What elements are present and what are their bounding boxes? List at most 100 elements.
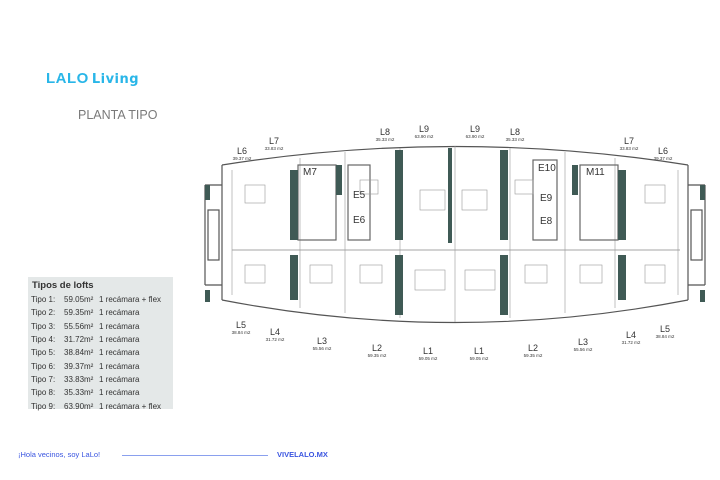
unit-id: L6 xyxy=(657,146,668,156)
footer-greeting: ¡Hola vecinos, soy LaLo! xyxy=(18,450,101,459)
room-label: E9 xyxy=(540,193,553,204)
room-label: E6 xyxy=(353,215,366,226)
legend-tipo: Tipo 7: xyxy=(31,374,56,384)
legend-row: Tipo 9: 63.90m² 1 recámara + flex xyxy=(28,399,173,412)
legend-tipo: Tipo 1: xyxy=(31,295,56,305)
legend-area: 33.83m² xyxy=(64,374,94,384)
unit-area: 63.90 m2 xyxy=(414,134,434,139)
unit-area: 39.37 m2 xyxy=(232,156,252,161)
unit-id: L9 xyxy=(418,124,429,134)
structural-cores xyxy=(205,148,705,315)
legend-row: Tipo 1: 59.05m² 1 recámara + flex xyxy=(28,293,173,306)
legend-area: 63.90m² xyxy=(64,401,94,411)
unit-area: 35.33 m2 xyxy=(375,137,395,142)
unit-id: L7 xyxy=(623,136,634,146)
logo-text: LALO xyxy=(46,70,89,87)
unit-id: L1 xyxy=(422,346,433,356)
unit-id: L2 xyxy=(527,343,538,353)
room-label: M11 xyxy=(586,167,605,178)
legend-row: Tipo 4: 31.72m² 1 recámara xyxy=(28,333,173,346)
unit-id: L2 xyxy=(371,343,382,353)
footer-divider xyxy=(122,455,268,456)
legend-tipo: Tipo 3: xyxy=(31,321,56,331)
legend-area: 31.72m² xyxy=(64,335,94,345)
legend-tipo: Tipo 9: xyxy=(31,401,56,411)
unit-id: L4 xyxy=(269,327,280,337)
unit-area: 39.37 m2 xyxy=(653,156,673,161)
unit-area: 31.72 m2 xyxy=(621,340,641,345)
unit-id: L9 xyxy=(469,124,480,134)
legend-tipo: Tipo 5: xyxy=(31,348,56,358)
legend-area: 38.84m² xyxy=(64,348,94,358)
legend-tipo: Tipo 4: xyxy=(31,335,56,345)
unit-area: 59.35 m2 xyxy=(367,353,387,358)
legend-desc: 1 recámara + flex xyxy=(99,295,162,305)
room-label: E10 xyxy=(538,163,556,174)
legend-area: 55.56m² xyxy=(64,321,94,331)
unit-area: 33.83 m2 xyxy=(264,146,284,151)
unit-id: L3 xyxy=(577,337,588,347)
unit-area: 55.56 m2 xyxy=(573,347,593,352)
room-label: E5 xyxy=(353,190,366,201)
legend-desc: 1 recámara xyxy=(99,361,140,371)
unit-area: 59.05 m2 xyxy=(469,356,489,361)
legend-row: Tipo 7: 33.83m² 1 recámara xyxy=(28,373,173,386)
unit-id: L4 xyxy=(625,330,636,340)
legend-desc: 1 recámara xyxy=(99,348,140,358)
website-link[interactable]: VIVELALO.MX xyxy=(277,450,328,459)
unit-id: L8 xyxy=(509,127,520,137)
unit-area: 63.90 m2 xyxy=(465,134,485,139)
unit-area: 38.84 m2 xyxy=(231,330,251,335)
unit-id: L7 xyxy=(268,136,279,146)
page-title: PLANTA TIPO xyxy=(78,108,158,122)
legend-row: Tipo 3: 55.56m² 1 recámara xyxy=(28,320,173,333)
unit-id: L5 xyxy=(235,320,246,330)
legend-desc: 1 recámara xyxy=(99,308,140,318)
room-label: E8 xyxy=(540,216,553,227)
south-facade xyxy=(221,299,689,324)
unit-id: L6 xyxy=(236,146,247,156)
legend-desc: 1 recámara xyxy=(99,335,140,345)
unit-area: 59.05 m2 xyxy=(418,356,438,361)
legend-row: Tipo 5: 38.84m² 1 recámara xyxy=(28,346,173,359)
unit-area: 33.83 m2 xyxy=(619,146,639,151)
legend-desc: 1 recámara + flex xyxy=(99,401,162,411)
unit-id: L5 xyxy=(659,324,670,334)
room-label: M7 xyxy=(303,167,317,178)
legend-heading: Tipos de lofts xyxy=(32,280,94,291)
legend-desc: 1 recámara xyxy=(99,374,140,384)
loft-types-legend: Tipos de lofts Tipo 1: 59.05m² 1 recámara … xyxy=(28,277,173,412)
legend-tipo: Tipo 2: xyxy=(31,308,56,318)
legend-tipo: Tipo 8: xyxy=(31,388,56,398)
unit-area: 35.33 m2 xyxy=(505,137,525,142)
unit-id: L1 xyxy=(473,346,484,356)
logo-suffix: Living xyxy=(91,72,140,87)
unit-id: L8 xyxy=(379,127,390,137)
unit-area: 55.56 m2 xyxy=(312,346,332,351)
legend-desc: 1 recámara xyxy=(99,321,140,331)
furniture xyxy=(244,179,666,291)
legend-area: 59.05m² xyxy=(64,295,94,305)
unit-area: 31.72 m2 xyxy=(265,337,285,342)
legend-desc: 1 recámara xyxy=(99,388,140,398)
